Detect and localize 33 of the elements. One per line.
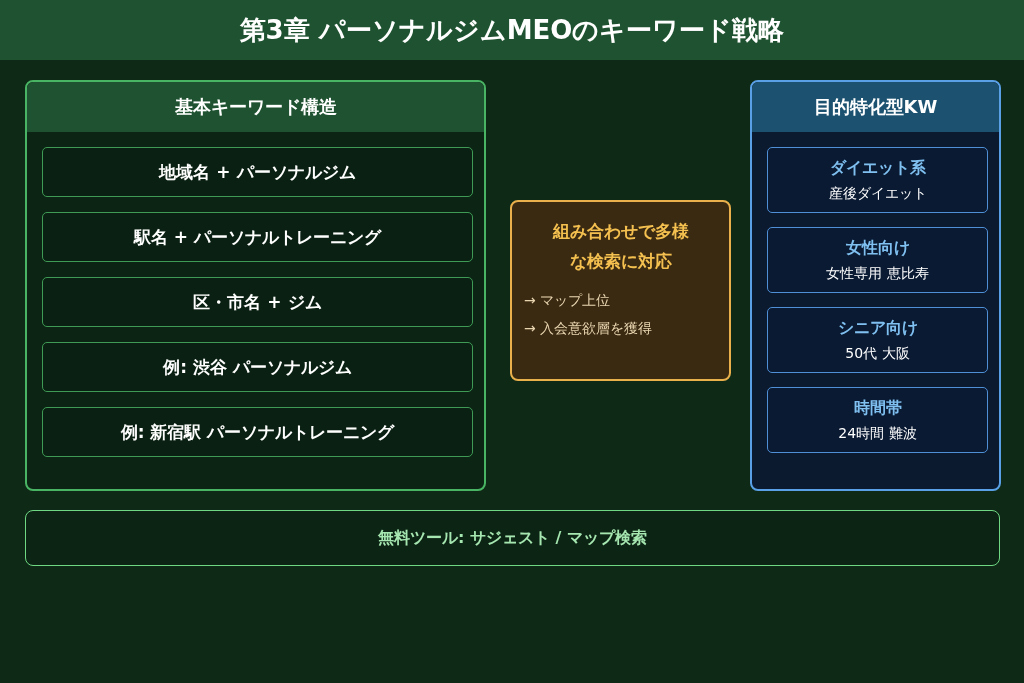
keyword-example: 女性専用 恵比寿 bbox=[826, 264, 929, 283]
keyword-text: 地域名 + パーソナルジム bbox=[159, 160, 356, 184]
footer-bar bbox=[25, 510, 1000, 566]
keyword-example: 産後ダイエット bbox=[828, 184, 927, 203]
keyword-box bbox=[42, 407, 473, 457]
keyword-example: 24時間 難波 bbox=[838, 424, 917, 443]
bullet-text: → マップ上位 bbox=[524, 291, 612, 310]
keyword-box bbox=[42, 147, 473, 197]
group-panel bbox=[25, 80, 486, 491]
panel-header: 目的特化型KW bbox=[752, 82, 999, 132]
keyword-heading: 女性向け bbox=[845, 237, 910, 259]
keyword-box bbox=[767, 227, 988, 293]
keyword-text: 例: 渋谷 パーソナルジム bbox=[163, 355, 352, 379]
keyword-heading: シニア向け bbox=[837, 317, 918, 339]
box-heading: 組み合わせで多様な検索に対応 bbox=[551, 220, 690, 273]
keyword-box bbox=[767, 307, 988, 373]
footer-text: 無料ツール: サジェスト / マップ検索 bbox=[378, 527, 647, 549]
keyword-box bbox=[767, 387, 988, 453]
page-title: 第3章 パーソナルジムMEOのキーワード戦略 bbox=[0, 0, 1024, 60]
summary-box bbox=[510, 200, 731, 381]
keyword-box bbox=[42, 342, 473, 392]
bullet-text: → 入会意欲層を獲得 bbox=[524, 319, 654, 338]
keyword-box bbox=[767, 147, 988, 213]
keyword-text: 区・市名 + ジム bbox=[193, 290, 322, 314]
keyword-example: 50代 大阪 bbox=[845, 344, 910, 363]
group-panel bbox=[750, 80, 1001, 491]
keyword-text: 例: 新宿駅 パーソナルトレーニング bbox=[120, 420, 395, 444]
panel-header: 基本キーワード構造 bbox=[27, 82, 484, 132]
keyword-heading: ダイエット系 bbox=[829, 157, 926, 179]
keyword-text: 駅名 + パーソナルトレーニング bbox=[133, 225, 382, 249]
keyword-box bbox=[42, 277, 473, 327]
keyword-heading: 時間帯 bbox=[853, 397, 902, 419]
keyword-box bbox=[42, 212, 473, 262]
